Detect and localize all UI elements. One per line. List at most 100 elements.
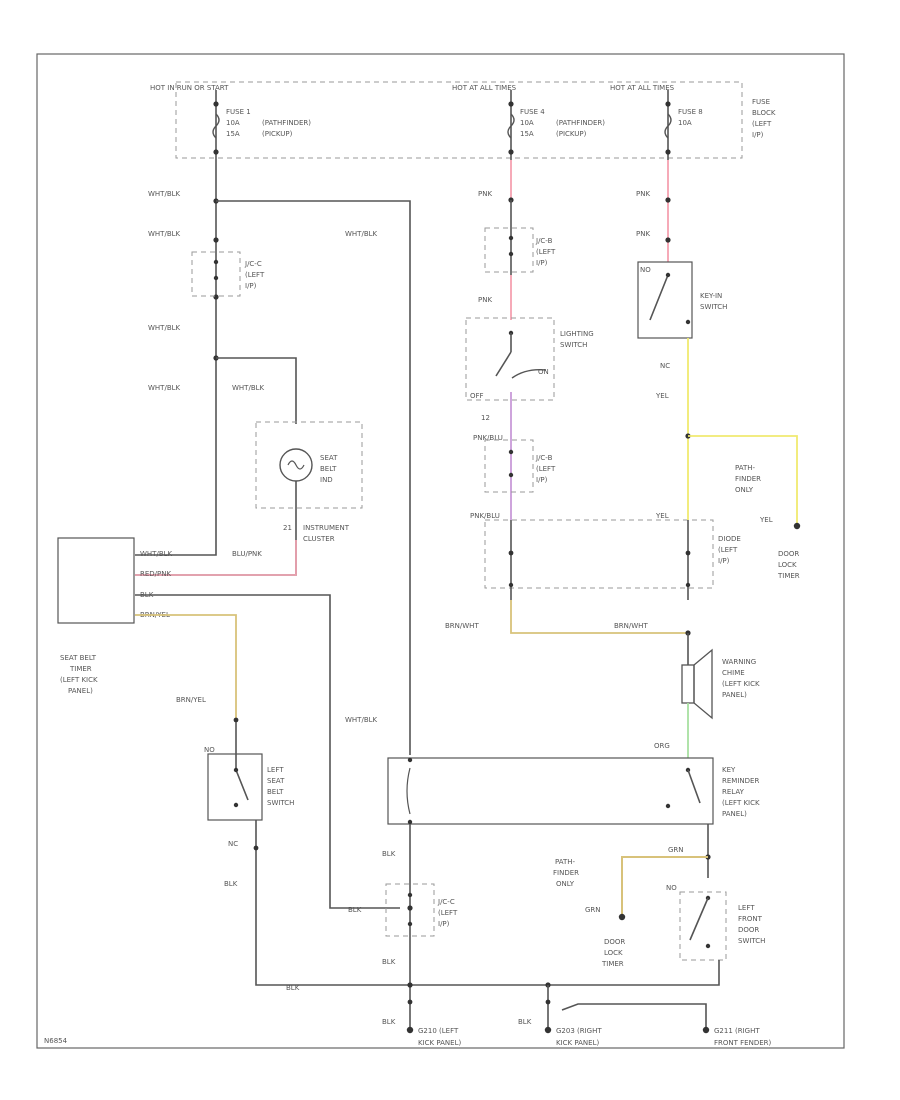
wire-label-pnk-3: PNK [636, 190, 650, 198]
svg-text:(LEFT: (LEFT [245, 271, 265, 279]
svg-text:15A: 15A [520, 130, 534, 138]
svg-text:(LEFT: (LEFT [718, 546, 738, 554]
wire-fuse1-branch [135, 160, 411, 755]
svg-text:LOCK: LOCK [604, 949, 623, 957]
svg-text:ONLY: ONLY [556, 880, 575, 888]
fuse-1: FUSE 1 10A (PATHFINDER) 15A (PICKUP) [212, 90, 311, 160]
svg-text:PANEL): PANEL) [722, 810, 747, 818]
term-nc-key: NC [660, 362, 670, 370]
svg-text:BELT: BELT [267, 788, 284, 796]
wire-label-pnk-1: PNK [478, 190, 492, 198]
left-seat-belt-switch-box [207, 753, 263, 821]
wire-label-wht-blk-5: WHT/BLK [232, 384, 265, 392]
left-front-door-switch-label: LEFT FRONT DOOR SWITCH [738, 904, 765, 945]
svg-text:SEAT BELT: SEAT BELT [60, 654, 97, 662]
diode-box [484, 519, 714, 589]
svg-text:DOOR: DOOR [778, 550, 799, 558]
wire-label-yel-3: YEL [759, 516, 773, 524]
term-no-door: NO [666, 884, 677, 892]
ground-g210-label: G210 (LEFT KICK PANEL) [418, 1027, 461, 1047]
wire-label-blk-jcc-bot: BLK [382, 958, 396, 966]
svg-text:(LEFT: (LEFT [438, 909, 458, 917]
wire-blk-door-ground [548, 960, 720, 986]
term-nc-left: NC [228, 840, 238, 848]
svg-text:(LEFT: (LEFT [752, 120, 772, 128]
fuse-4: FUSE 4 10A (PATHFINDER) 15A (PICKUP) [507, 90, 605, 160]
svg-text:(LEFT: (LEFT [536, 248, 556, 256]
jc-b-mid [484, 439, 534, 493]
term-off: OFF [470, 392, 484, 400]
jc-c-bot-label: J/C-C (LEFT I/P) [437, 898, 458, 928]
ground-g203-label: G203 (RIGHT KICK PANEL) [556, 1027, 602, 1047]
wire-label-pnk-2: PNK [478, 296, 492, 304]
power-label-hot-1: HOT AT ALL TIMES [452, 84, 517, 92]
wire-label-wht-blk-6: WHT/BLK [345, 230, 378, 238]
svg-text:DOOR: DOOR [738, 926, 759, 934]
ground-g203 [544, 1026, 552, 1034]
key-reminder-relay-box [387, 757, 714, 825]
wire-label-pnk-blu-1: PNK/BLU [473, 434, 503, 442]
svg-text:PANEL): PANEL) [68, 687, 93, 695]
svg-text:BLOCK: BLOCK [752, 109, 776, 117]
warning-chime-icon [681, 648, 713, 720]
wire-blk-timer [135, 594, 400, 909]
wire-label-wht-blk-timer: WHT/BLK [140, 550, 173, 558]
svg-text:KEY: KEY [722, 766, 736, 774]
svg-text:CHIME: CHIME [722, 669, 745, 677]
diagram-frame [36, 53, 845, 1049]
svg-text:SWITCH: SWITCH [700, 303, 727, 311]
wire-label-brn-wht-1: BRN/WHT [445, 622, 479, 630]
key-in-switch-label: KEY-IN SWITCH [700, 292, 727, 311]
fuse-8: FUSE 8 10A [664, 90, 703, 160]
door-lock-timer-bottom-label: DOOR LOCK TIMER [601, 938, 625, 968]
wire-brn-wht [510, 600, 688, 634]
term-no-key: NO [640, 266, 651, 274]
jc-b-top [484, 227, 534, 273]
svg-text:(LEFT: (LEFT [536, 465, 556, 473]
jc-c-top [191, 251, 241, 297]
wire-label-yel-1: YEL [655, 392, 669, 400]
wire-red-pnk [135, 540, 297, 576]
left-front-door-switch-box [679, 891, 727, 961]
svg-text:SWITCH: SWITCH [738, 937, 765, 945]
svg-text:(PICKUP): (PICKUP) [556, 130, 587, 138]
svg-text:I/P): I/P) [536, 259, 548, 267]
svg-text:(PATHFINDER): (PATHFINDER) [262, 119, 311, 127]
svg-text:LOCK: LOCK [778, 561, 797, 569]
svg-text:(PATHFINDER): (PATHFINDER) [556, 119, 605, 127]
svg-text:FUSE: FUSE [752, 98, 770, 106]
wire-label-wht-blk-7: WHT/BLK [345, 716, 378, 724]
seat-belt-timer-label: SEAT BELT TIMER (LEFT KICK PANEL) [60, 654, 98, 695]
wire-label-grn-2: GRN [585, 906, 601, 914]
svg-text:G211 (RIGHT: G211 (RIGHT [714, 1027, 760, 1035]
ground-g211-label: G211 (RIGHT FRONT FENDER) [714, 1027, 771, 1047]
wire-label-blk-bottom: BLK [286, 984, 300, 992]
svg-text:FUSE 4: FUSE 4 [520, 108, 545, 116]
term-no-left: NO [204, 746, 215, 754]
pathfinder-only-bottom-label: PATH- FINDER ONLY [553, 858, 579, 888]
svg-text:BELT: BELT [320, 465, 337, 473]
lighting-switch-box [465, 317, 555, 401]
wire-label-wht-blk-4: WHT/BLK [148, 384, 181, 392]
svg-text:DIODE: DIODE [718, 535, 741, 543]
svg-text:J/C-B: J/C-B [535, 454, 553, 462]
wire-label-wht-blk-2: WHT/BLK [148, 230, 181, 238]
wire-label-pnk-blu-2: PNK/BLU [470, 512, 500, 520]
svg-text:PATH-: PATH- [735, 464, 756, 472]
left-seat-belt-switch-label: LEFT SEAT BELT SWITCH [267, 766, 294, 807]
svg-text:G203 (RIGHT: G203 (RIGHT [556, 1027, 602, 1035]
fuse-block-outline [175, 81, 743, 159]
svg-text:LEFT: LEFT [267, 766, 284, 774]
wire-yel-branch [688, 435, 798, 525]
pin-21-label: 21 [283, 524, 292, 532]
svg-text:KICK PANEL): KICK PANEL) [418, 1039, 461, 1047]
power-label-acc: HOT IN RUN OR START [150, 84, 229, 92]
wire-brn-yel-left [135, 614, 237, 718]
svg-text:PATH-: PATH- [555, 858, 576, 866]
wire-label-red-pnk: RED/PNK [140, 570, 171, 578]
wire-label-wht-blk-3: WHT/BLK [148, 324, 181, 332]
wire-label-brn-wht-2: BRN/WHT [614, 622, 648, 630]
wire-label-yel-2: YEL [655, 512, 669, 520]
seat-belt-indicator-box [255, 421, 363, 509]
jc-c-bot [385, 883, 435, 937]
